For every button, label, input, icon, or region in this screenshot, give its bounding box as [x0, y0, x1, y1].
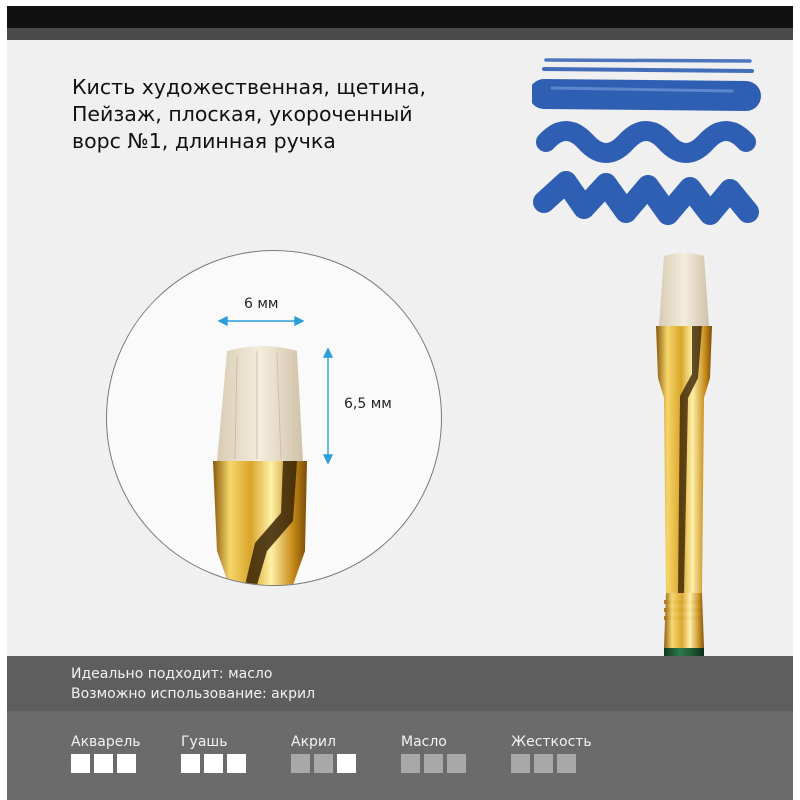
height-arrow-head-bottom [322, 454, 334, 465]
ferrule-shadow [245, 461, 297, 585]
level-indicator [291, 754, 356, 773]
bristle-line [276, 352, 282, 460]
height-dimension-label: 6,5 мм [344, 396, 392, 412]
info-panel: Идеально подходит: масло Возможно исполь… [7, 656, 793, 800]
wide-flat-stroke [532, 79, 761, 111]
ferrule-shadow [678, 326, 702, 593]
level-square-empty [447, 754, 466, 773]
level-square-filled [94, 754, 113, 773]
level-square-empty [401, 754, 420, 773]
level-square-empty [557, 754, 576, 773]
level-square-filled [337, 754, 356, 773]
level-indicator [511, 754, 592, 773]
level-square-filled [71, 754, 90, 773]
possible-use-text: Возможно использование: акрил [71, 686, 316, 702]
zoom-detail-circle [106, 250, 442, 586]
wave-stroke [536, 121, 756, 163]
property-gouache: Гуашь [181, 734, 246, 773]
zigzag-stroke [533, 171, 759, 225]
width-arrow-head-left [217, 315, 228, 327]
title-line: Пейзаж, плоская, укороченный [72, 102, 413, 126]
ferrule-lower [664, 593, 704, 648]
level-indicator [401, 754, 466, 773]
thin-stroke [544, 58, 752, 63]
property-label: Акрил [291, 734, 336, 750]
suitability-section: Идеально подходит: масло Возможно исполь… [7, 656, 793, 711]
properties-section [7, 711, 793, 800]
height-arrow-head-top [322, 347, 334, 358]
level-square-empty [424, 754, 443, 773]
top-stripe [7, 28, 793, 40]
title-line: ворс №1, длинная ручка [72, 129, 336, 153]
product-title: Кисть художественная, щетина, Пейзаж, пл… [72, 74, 492, 155]
top-bar [7, 6, 793, 28]
property-acrylic: Акрил [291, 734, 356, 773]
title-line: Кисть художественная, щетина, [72, 75, 427, 99]
level-indicator [71, 754, 141, 773]
level-square-empty [314, 754, 333, 773]
width-dimension-label: 6 мм [244, 296, 279, 312]
level-indicator [181, 754, 246, 773]
property-label: Гуашь [181, 734, 228, 750]
width-arrow-head-right [294, 315, 305, 327]
level-square-filled [227, 754, 246, 773]
level-square-filled [204, 754, 223, 773]
property-stiffness: Жесткость [511, 734, 592, 773]
property-label: Масло [401, 734, 447, 750]
brush-tip-closeup [213, 315, 334, 585]
bristles [659, 253, 709, 326]
ideal-use-text: Идеально подходит: масло [71, 666, 273, 682]
property-label: Акварель [71, 734, 141, 750]
property-watercolor: Акварель [71, 734, 141, 773]
level-square-empty [511, 754, 530, 773]
property-label: Жесткость [511, 734, 592, 750]
property-oil: Масло [401, 734, 466, 773]
bristles [217, 346, 303, 461]
paint-strokes-image [532, 58, 761, 225]
level-square-empty [534, 754, 553, 773]
wide-flat-stroke-highlight [550, 86, 734, 93]
thin-stroke [542, 67, 754, 73]
level-square-empty [291, 754, 310, 773]
level-square-filled [117, 754, 136, 773]
level-square-filled [181, 754, 200, 773]
bristle-line [234, 355, 238, 460]
